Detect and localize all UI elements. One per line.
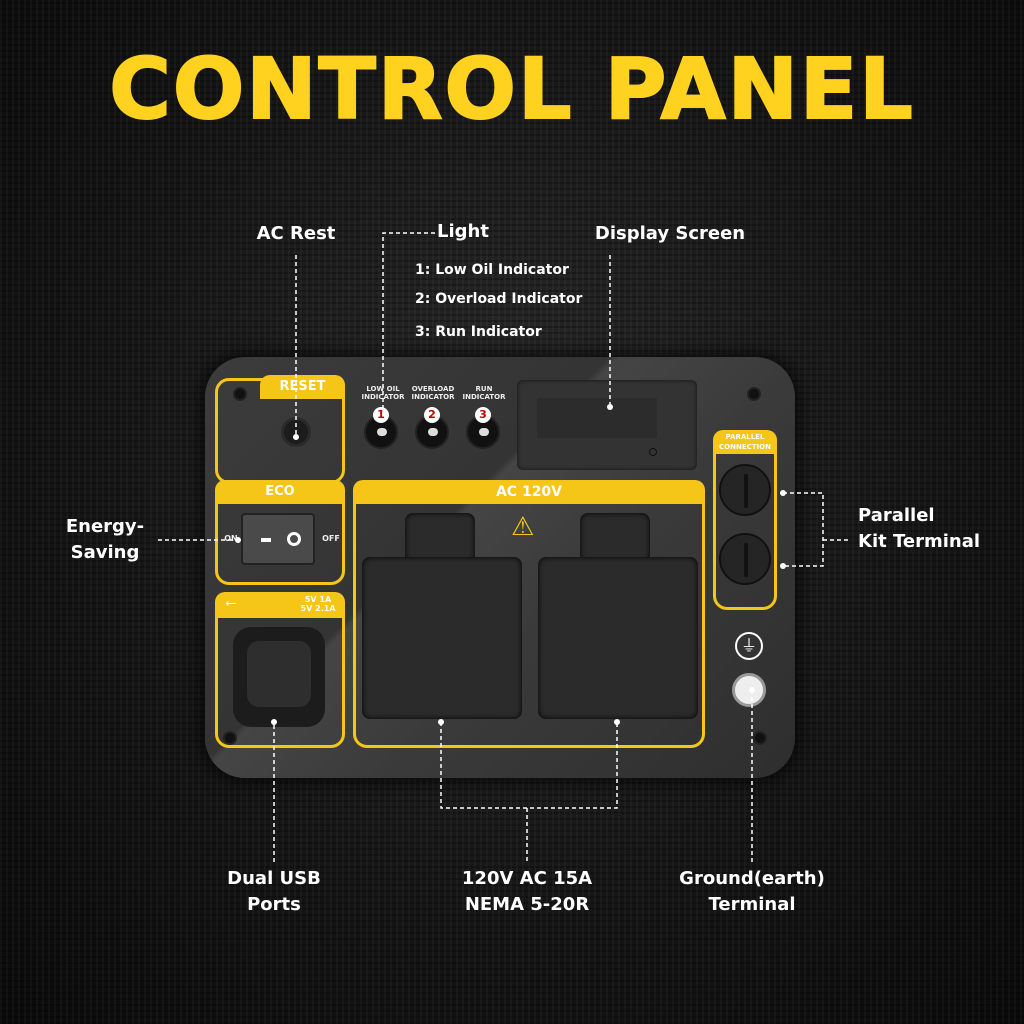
- warning-icon: ⚠: [511, 512, 535, 542]
- usb-icon: ⭠: [225, 595, 237, 611]
- callout-energy-saving: Energy-Saving: [65, 516, 145, 563]
- indicator-number: 1: [373, 407, 389, 423]
- screw-icon: [233, 387, 247, 401]
- screw-icon: [747, 387, 761, 401]
- outlet-hinge: [405, 513, 475, 563]
- ac-outlet-cover-left[interactable]: [362, 557, 522, 719]
- parallel-terminal[interactable]: [719, 464, 771, 516]
- usb-rating: 5V 1A: [304, 595, 332, 604]
- parallel-label: PARALLEL CONNECTION: [713, 430, 777, 454]
- callout-ground: Ground(earth)Terminal: [679, 868, 825, 915]
- callout-light: Light: [437, 221, 489, 242]
- parallel-terminal[interactable]: [719, 533, 771, 585]
- light-list-item: 1: Low Oil Indicator: [415, 262, 569, 278]
- outlet-hinge: [580, 513, 650, 563]
- usb-cover[interactable]: [233, 627, 325, 727]
- eco-label: ECO: [215, 480, 345, 504]
- screw-icon: [753, 731, 767, 745]
- usb-rating: 5V 2.1A: [300, 604, 336, 613]
- indicator-label: RUN INDICATOR: [462, 385, 506, 401]
- indicator-label: OVERLOAD INDICATOR: [411, 385, 455, 401]
- ac-label: AC 120V: [353, 480, 705, 504]
- light-list-item: 2: Overload Indicator: [415, 291, 583, 307]
- reset-label: RESET: [260, 375, 345, 399]
- eco-off-label: OFF: [322, 534, 340, 543]
- callout-ac-reset: AC Rest: [256, 223, 336, 244]
- usb-header: [215, 592, 345, 618]
- eco-switch[interactable]: [241, 513, 315, 565]
- indicator-number: 3: [475, 407, 491, 423]
- callout-display: Display Screen: [594, 223, 746, 244]
- ac-outlet-cover-right[interactable]: [538, 557, 698, 719]
- indicator-number: 2: [424, 407, 440, 423]
- ground-icon: ⏚: [735, 632, 763, 660]
- page-title: CONTROL PANEL: [108, 39, 915, 139]
- display-screen: [517, 380, 697, 470]
- indicator-label: LOW OIL INDICATOR: [361, 385, 405, 401]
- light-list-item: 3: Run Indicator: [415, 324, 542, 340]
- eco-on-label: ON: [224, 534, 238, 543]
